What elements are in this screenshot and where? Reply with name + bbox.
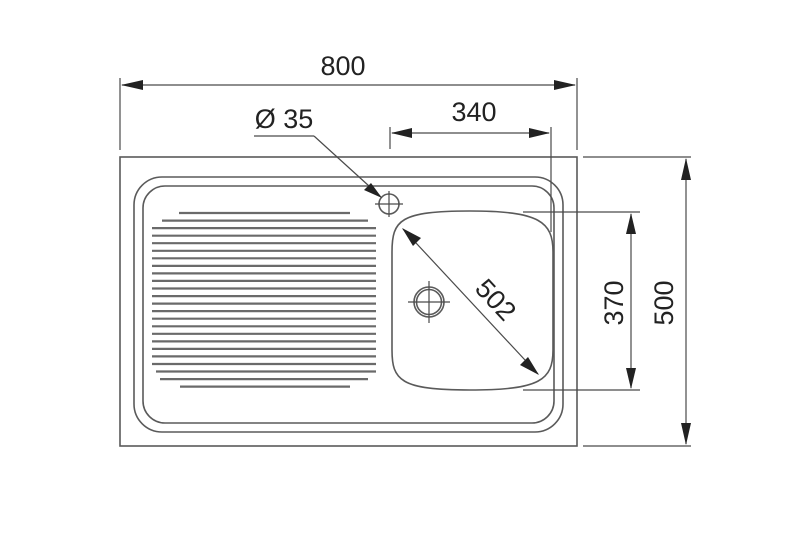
label-tap-hole: Ø 35 (255, 104, 314, 134)
dimension-overall-depth: 500 (583, 156, 691, 447)
dimension-tap-hole: Ø 35 (254, 104, 382, 198)
dimension-overall-width: 800 (119, 51, 578, 150)
label-overall-depth: 500 (649, 280, 679, 325)
label-overall-width: 800 (320, 51, 365, 81)
dimension-bowl-offset: 340 (389, 97, 552, 232)
tap-hole-icon (375, 191, 403, 217)
label-bowl-diagonal: 502 (469, 273, 522, 326)
label-bowl-offset: 340 (451, 97, 496, 127)
sink-outer-edge (119, 156, 578, 447)
drainer-grooves (152, 211, 376, 388)
sink-outline (119, 156, 578, 447)
sink-rim-inner (142, 185, 555, 424)
dimension-bowl-depth: 370 (523, 211, 640, 391)
drain-icon (408, 281, 450, 323)
label-bowl-depth: 370 (599, 280, 629, 325)
sink-rim-outer (133, 176, 564, 433)
sink-bowl (391, 210, 554, 391)
